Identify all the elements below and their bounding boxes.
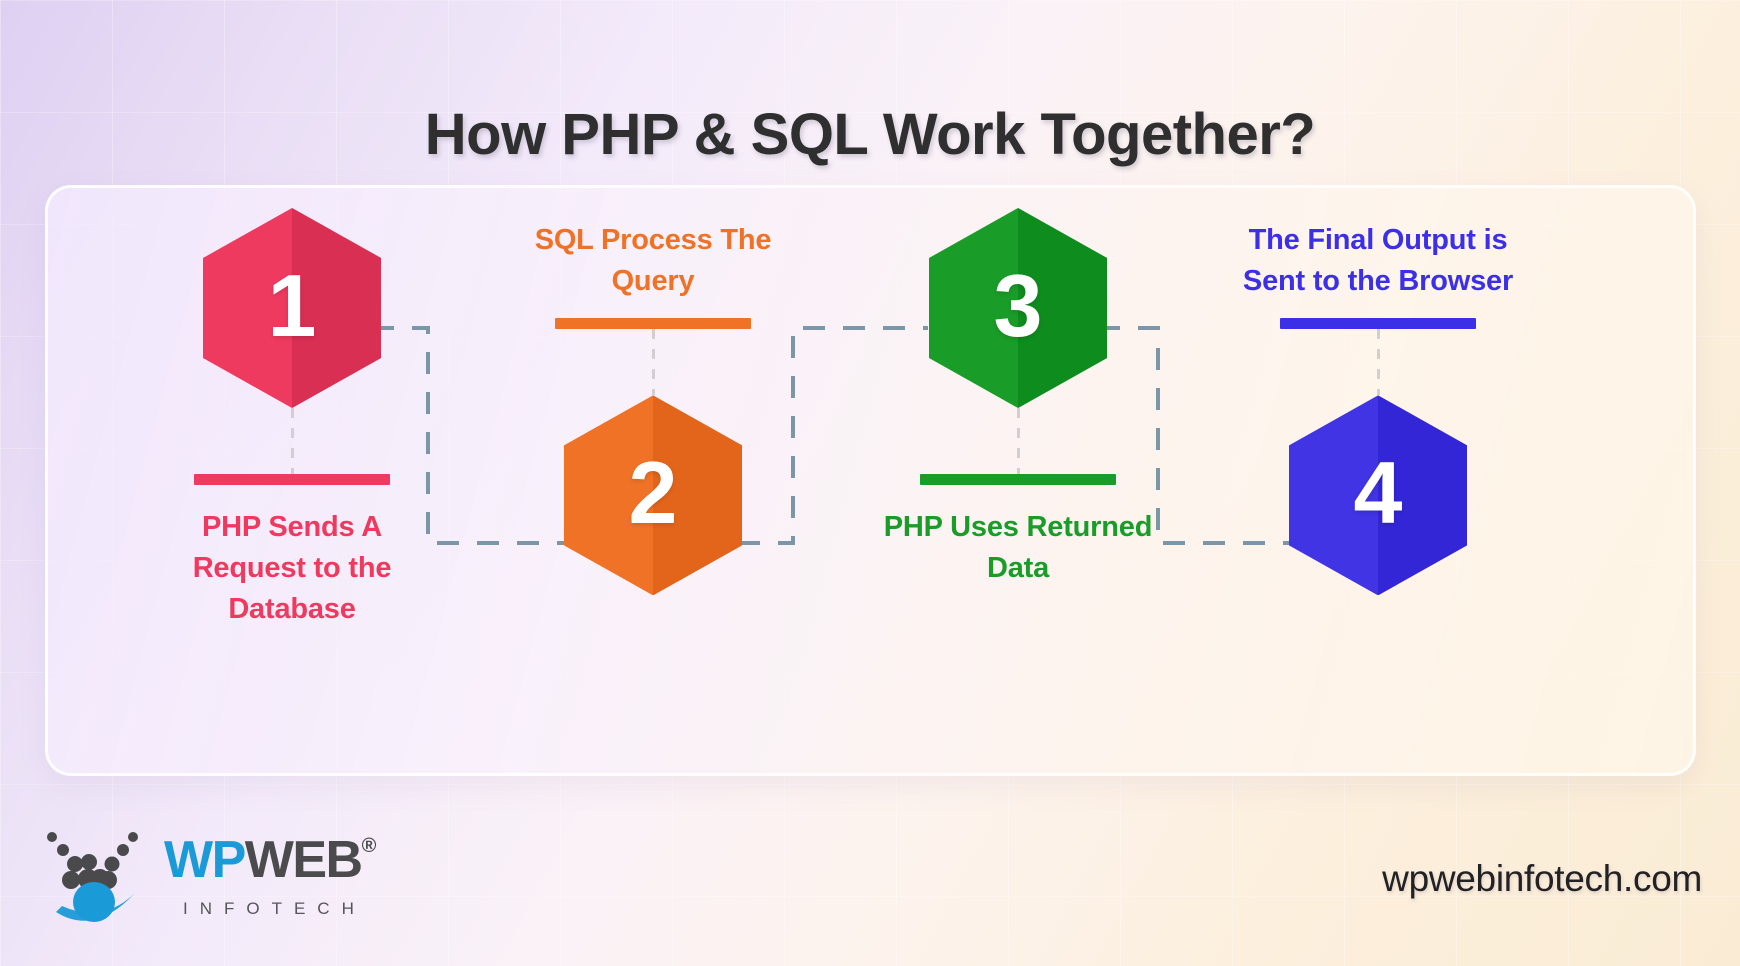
step-3-hexagon: 3 <box>929 208 1107 408</box>
step-4-number: 4 <box>1353 443 1403 543</box>
logo-wp-text: WP <box>164 830 246 889</box>
wpweb-planet-dots-icon <box>47 832 138 922</box>
process-flow-card: 1 PHP Sends A Request to the Database SQ… <box>45 185 1696 776</box>
step-3-number: 3 <box>993 256 1043 355</box>
step-1-stub-connector <box>290 408 294 474</box>
page-title: How PHP & SQL Work Together? <box>424 101 1316 167</box>
step-4-caption: The Final Output is Sent to the Browser <box>1242 224 1514 298</box>
step-4: The Final Output is Sent to the Browser … <box>1228 220 1528 596</box>
website-url: wpwebinfotech.com <box>1382 858 1702 899</box>
logo-web-text: WEB <box>244 830 363 889</box>
logo-tagline: INFOTECH <box>182 898 366 918</box>
step-2-hexagon: 2 <box>564 395 742 596</box>
step-1-number: 1 <box>267 256 317 355</box>
registered-trademark-icon: ® <box>361 834 377 857</box>
step-1-hexagon: 1 <box>203 208 381 408</box>
step-1-caption: PHP Sends A Request to the Database <box>192 511 392 626</box>
step-4-stub-connector <box>1376 329 1380 396</box>
step-1-accent-bar <box>194 474 390 485</box>
wpweb-wordmark: WP WEB ® INFOTECH <box>164 830 377 919</box>
step-3-caption: PHP Uses Returned Data <box>883 511 1153 585</box>
step-4-hexagon: 4 <box>1289 395 1467 596</box>
wpweb-logo: WP WEB ® INFOTECH <box>38 820 377 928</box>
step-2-stub-connector <box>651 329 655 396</box>
step-2-caption: SQL Process The Query <box>534 224 772 298</box>
step-3: 3 PHP Uses Returned Data <box>868 208 1168 589</box>
step-2: SQL Process The Query 2 <box>503 220 803 596</box>
step-1: 1 PHP Sends A Request to the Database <box>142 208 442 631</box>
step-3-stub-connector <box>1016 408 1020 474</box>
step-3-accent-bar <box>920 474 1116 485</box>
step-4-accent-bar <box>1280 318 1476 330</box>
step-2-number: 2 <box>628 443 678 543</box>
step-2-accent-bar <box>555 318 751 330</box>
